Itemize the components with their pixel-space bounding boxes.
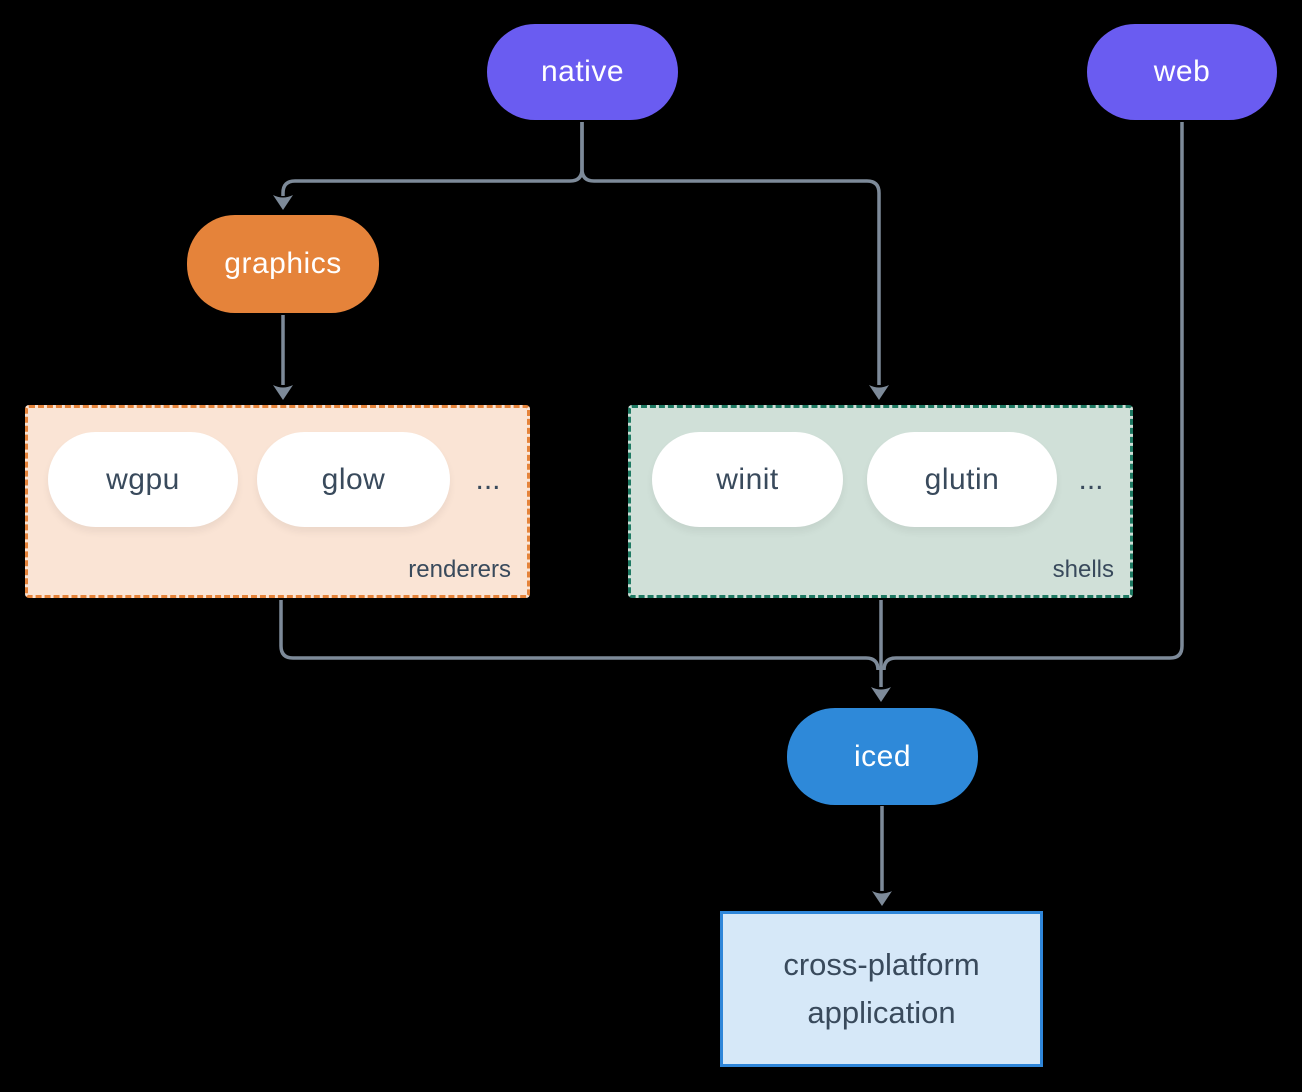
node-iced-label: iced — [853, 739, 912, 773]
shells-ellipsis: ... — [1078, 462, 1104, 496]
node-graphics-label: graphics — [224, 247, 342, 280]
arrowhead-application — [872, 891, 892, 906]
node-glutin: glutin — [867, 432, 1057, 527]
node-glow: glow — [257, 432, 450, 527]
node-native: native — [487, 24, 678, 120]
node-native-label: native — [540, 55, 625, 88]
shells-group-label: shells — [1052, 556, 1114, 583]
group-renderers: wgpu glow ... renderers — [25, 405, 530, 598]
edge-renderers-iced — [279, 600, 880, 671]
group-shells: winit glutin ... shells — [628, 405, 1133, 598]
edge-native-graphics — [281, 122, 584, 196]
node-winit: winit — [652, 432, 843, 527]
node-winit-label: winit — [716, 462, 779, 496]
renderers-ellipsis: ... — [475, 462, 501, 496]
arrowhead-shells — [869, 385, 889, 400]
arrowhead-iced — [871, 687, 891, 702]
node-wgpu: wgpu — [48, 432, 238, 527]
node-glutin-label: glutin — [924, 462, 1000, 496]
edge-web-iced — [882, 122, 1184, 671]
arrowhead-graphics — [273, 195, 293, 210]
node-wgpu-label: wgpu — [106, 462, 180, 496]
node-iced: iced — [787, 708, 978, 805]
application-label-line2: application — [807, 995, 956, 1030]
application-label-line1: cross-platform — [783, 947, 980, 982]
node-web: web — [1087, 24, 1277, 120]
node-web-label: web — [1153, 55, 1211, 88]
edge-native-shells — [580, 122, 881, 385]
arrowhead-renderers — [273, 385, 293, 400]
renderers-group-label: renderers — [408, 556, 511, 583]
node-graphics: graphics — [187, 215, 379, 313]
node-glow-label: glow — [321, 462, 386, 496]
node-cross-platform-application: cross-platform application — [720, 911, 1043, 1067]
